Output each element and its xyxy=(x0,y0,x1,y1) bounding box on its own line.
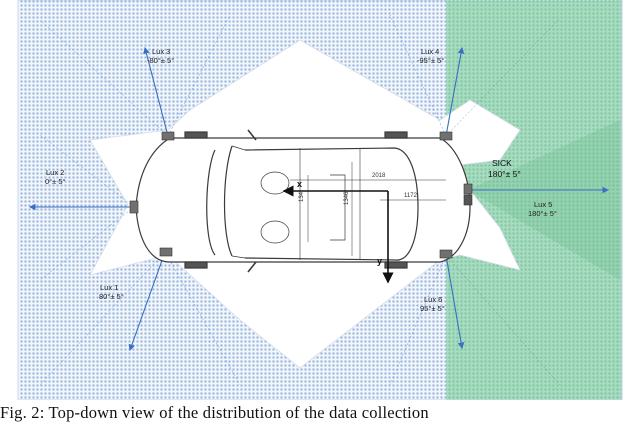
sick-angle: 180°± 5° xyxy=(488,169,521,179)
lux1-angle: 80°± 5° xyxy=(99,292,124,301)
sensor-sick xyxy=(463,194,473,206)
lux6-name: Lux 6 xyxy=(424,295,442,304)
dim-offset: 1172 xyxy=(404,193,418,199)
ray-lux4 xyxy=(445,46,465,137)
sensor-lux5 xyxy=(463,183,473,195)
dimension-lines xyxy=(290,162,446,256)
lux3-angle: -80°± 5° xyxy=(147,56,174,65)
sick-field-of-view xyxy=(468,120,620,280)
sensor-blocks xyxy=(129,131,473,259)
ray-lux6 xyxy=(445,254,465,350)
lux1-name: Lux 1 xyxy=(100,283,118,292)
lux2-name: Lux 2 xyxy=(46,168,64,177)
x-axis-label: x xyxy=(297,179,302,189)
ray-lux1 xyxy=(128,251,166,352)
lux6-angle: 95°± 5° xyxy=(420,304,445,313)
sensor-lux3 xyxy=(161,131,175,141)
y-axis-label: y xyxy=(377,256,382,266)
sick-name: SICK xyxy=(492,158,512,168)
dim-height: 134 xyxy=(299,191,305,202)
lux3-name: Lux 3 xyxy=(152,47,170,56)
lux5-angle: 180°± 5° xyxy=(528,209,557,218)
sensor-layout-diagram: 2018 1172 1346 134 x y Lux 3 -80°± 5° Lu… xyxy=(17,0,623,400)
sensor-lux4 xyxy=(439,131,453,141)
car-outline xyxy=(135,129,471,273)
coordinate-axes xyxy=(282,185,394,284)
lux4-name: Lux 4 xyxy=(421,47,439,56)
figure-caption: Fig. 2: Top-down view of the distributio… xyxy=(0,403,429,422)
dim-length: 2018 xyxy=(372,173,386,179)
lux2-angle: 0°± 5° xyxy=(45,177,66,186)
sensor-lux1 xyxy=(159,247,173,257)
sensor-lux2 xyxy=(129,200,139,214)
dim-width: 1346 xyxy=(344,191,350,205)
lux5-name: Lux 5 xyxy=(534,200,552,209)
sensor-rays xyxy=(28,14,610,386)
ray-lux3 xyxy=(143,46,169,137)
figure-border xyxy=(17,0,623,400)
lux4-angle: -95°± 5° xyxy=(417,56,444,65)
sensor-lux6 xyxy=(439,249,453,259)
